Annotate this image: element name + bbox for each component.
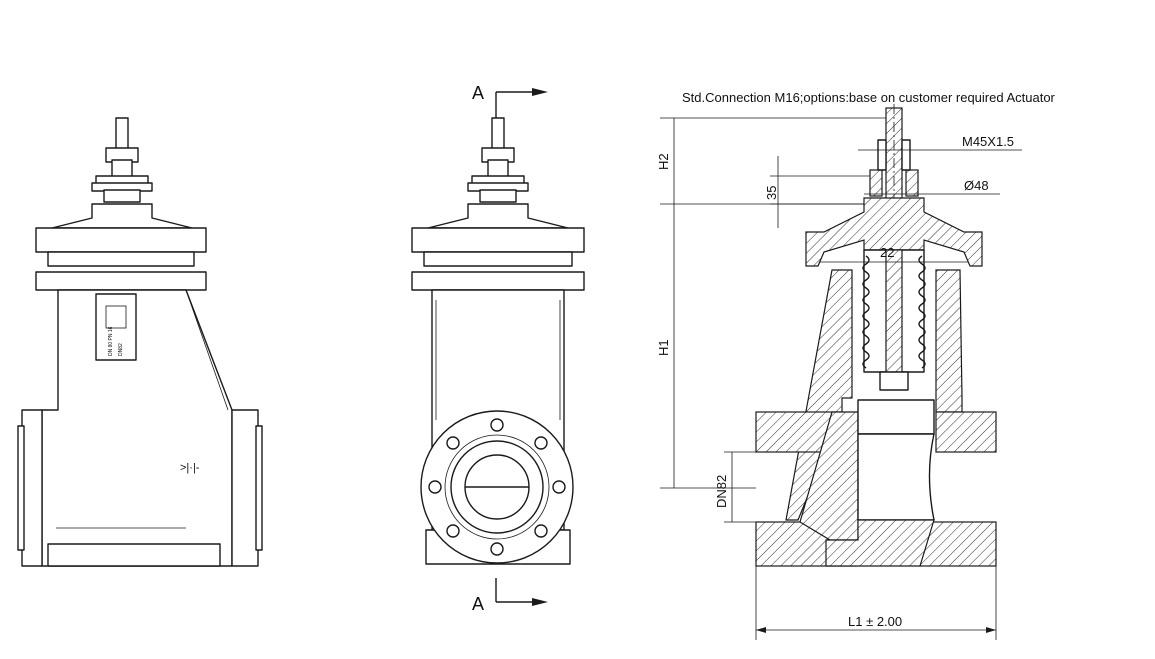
dim-l1-arrow-left (756, 627, 766, 633)
side-bonnet-flange (411, 227, 585, 253)
side-stem (491, 117, 505, 151)
nameplate-window (105, 305, 127, 329)
connection-note: Std.Connection M16;options:base on custo… (682, 90, 1056, 105)
dim-l1-label: L1 ± 2.00 (848, 614, 902, 629)
section-label-bottom: A (472, 594, 484, 614)
bellows (862, 249, 926, 373)
bolt-hole (534, 436, 548, 450)
right-flange-bottom (919, 521, 997, 567)
side-view: A (411, 83, 585, 614)
flow-arrow-icon: >|·|- (180, 462, 200, 474)
nameplate: DN 80 PN 16 DN82 (95, 293, 137, 361)
bolt-hole (446, 436, 460, 450)
body-right-wall (935, 269, 963, 413)
front-body-flange (35, 271, 207, 291)
front-bonnet-flange (35, 227, 207, 253)
side-flange-raised-face (444, 434, 550, 540)
nameplate-line1: DN 80 PN 16 (108, 326, 114, 356)
front-view: DN 80 PN 16 DN82 >|·|- (17, 117, 263, 567)
gate-seat (857, 399, 935, 435)
stud-left (877, 139, 887, 171)
side-neck (479, 189, 517, 203)
front-neck (103, 189, 141, 203)
dim-h2-label: H2 (656, 153, 671, 170)
section-arrow-bottom-head (532, 598, 548, 606)
flow-passage (857, 433, 935, 521)
front-left-flange-face (17, 425, 25, 551)
bolt-hole (490, 542, 504, 556)
front-stem (115, 117, 129, 151)
dim-diameter-label: Ø48 (964, 178, 989, 193)
bolt-hole (490, 418, 504, 432)
bellows-stem (885, 249, 903, 373)
bolt-hole (446, 524, 460, 538)
body-bottom (825, 519, 935, 567)
front-right-flange-face (255, 425, 263, 551)
bellows-right-fold (918, 255, 926, 369)
bolt-hole (428, 480, 442, 494)
side-body-flange (411, 271, 585, 291)
bellows-left-fold (862, 255, 870, 369)
bolt-hole (552, 480, 566, 494)
section-arrow-top-head (532, 88, 548, 96)
stem-coupling (879, 371, 909, 391)
front-bonnet-top (51, 203, 193, 229)
dim-dn-label: DN82 (714, 475, 729, 508)
bolt-holes (428, 418, 566, 556)
dim-h1-label: H1 (656, 339, 671, 356)
bolt-hole (534, 524, 548, 538)
front-left-flange (21, 409, 43, 567)
front-body (41, 289, 233, 567)
front-body-edge (185, 289, 229, 411)
dim-thread-label: M45X1.5 (962, 134, 1014, 149)
side-flange-bore-ring (450, 440, 544, 534)
gland-left (869, 169, 883, 197)
body-left-wall (785, 269, 853, 521)
nameplate-frame (95, 293, 137, 361)
section-label-top: A (472, 83, 484, 103)
side-bonnet-gasket (423, 251, 573, 267)
dim-22-label: 22 (880, 245, 894, 260)
dim-35-label: 35 (764, 186, 779, 200)
nameplate-line2: DN82 (118, 343, 124, 356)
dim-l1-arrow-right (986, 627, 996, 633)
side-bonnet-top (427, 203, 569, 229)
front-base (47, 543, 221, 567)
gland-right (905, 169, 919, 197)
stud-right (901, 139, 911, 171)
front-bonnet-gasket (47, 251, 195, 267)
right-flange-top (935, 411, 997, 453)
dimensions: H2 35 H1 DN82 L1 ± 2.00 M45X1.5 (656, 117, 1022, 640)
front-right-flange (231, 409, 259, 567)
section-view: Std.Connection M16;options:base on custo… (656, 90, 1056, 640)
